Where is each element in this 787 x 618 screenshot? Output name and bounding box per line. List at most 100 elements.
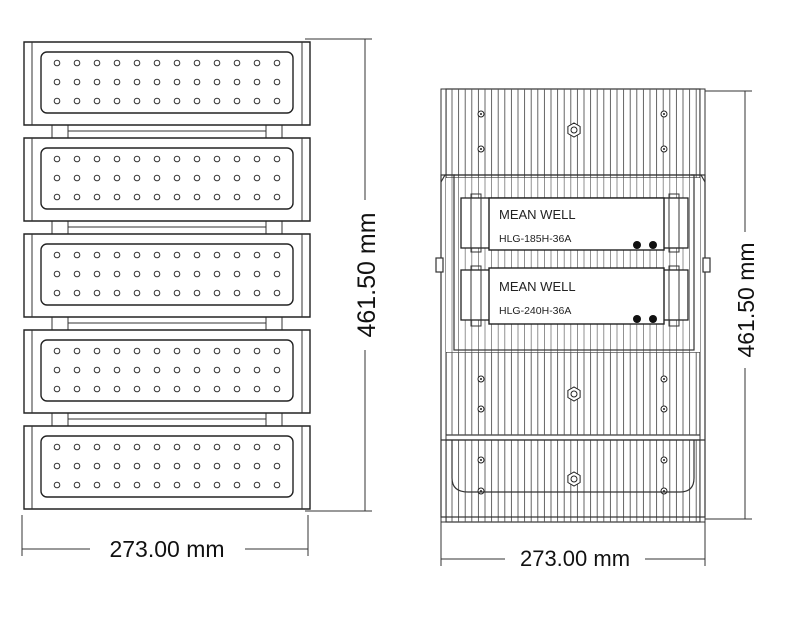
mounting-bolts (477, 110, 668, 495)
led (133, 59, 141, 67)
led (153, 270, 161, 278)
led (213, 59, 221, 67)
led (253, 385, 261, 393)
led (273, 289, 281, 297)
led (173, 270, 181, 278)
led (233, 155, 241, 163)
led (93, 347, 101, 355)
led (273, 443, 281, 451)
side-rail (699, 88, 706, 523)
led (253, 289, 261, 297)
led (153, 193, 161, 201)
led (173, 78, 181, 86)
led (213, 289, 221, 297)
led (93, 174, 101, 182)
led (233, 462, 241, 470)
led (113, 385, 121, 393)
led (73, 174, 81, 182)
led (253, 270, 261, 278)
led (153, 97, 161, 105)
led (73, 251, 81, 259)
led (73, 59, 81, 67)
led (153, 481, 161, 489)
lens-panel (40, 51, 294, 114)
led (273, 78, 281, 86)
led (253, 347, 261, 355)
side-rail (440, 88, 447, 523)
module-connector (265, 412, 283, 427)
led (213, 366, 221, 374)
led (253, 174, 261, 182)
led (133, 481, 141, 489)
led (233, 251, 241, 259)
led (153, 289, 161, 297)
led (173, 289, 181, 297)
led (253, 59, 261, 67)
led (113, 481, 121, 489)
driver-bottom-model: HLG-240H-36A (499, 305, 571, 317)
led (193, 289, 201, 297)
led (93, 251, 101, 259)
led (133, 251, 141, 259)
led-module (23, 233, 311, 331)
led (113, 155, 121, 163)
led (53, 174, 61, 182)
led (53, 289, 61, 297)
led (53, 347, 61, 355)
led (113, 347, 121, 355)
led (253, 462, 261, 470)
led (273, 97, 281, 105)
led (153, 462, 161, 470)
back-view: MEAN WELL HLG-185H-36A MEAN WELL HLG-240… (435, 88, 759, 571)
led (73, 443, 81, 451)
led (193, 155, 201, 163)
led (93, 443, 101, 451)
led (93, 366, 101, 374)
led (73, 462, 81, 470)
led (273, 251, 281, 259)
led (113, 59, 121, 67)
led (253, 481, 261, 489)
front-height-dimension (305, 38, 372, 512)
led-module (23, 41, 311, 139)
led (53, 270, 61, 278)
led (193, 462, 201, 470)
screw-center (663, 148, 665, 150)
led (133, 97, 141, 105)
led (133, 193, 141, 201)
led (173, 59, 181, 67)
module-connector (51, 316, 69, 331)
led (73, 366, 81, 374)
led (273, 462, 281, 470)
module-connector (51, 124, 69, 139)
led (173, 193, 181, 201)
led (73, 155, 81, 163)
led (153, 366, 161, 374)
led (253, 193, 261, 201)
led (93, 481, 101, 489)
driver-top-brand: MEAN WELL (499, 207, 576, 222)
led (173, 174, 181, 182)
led (53, 155, 61, 163)
led (193, 347, 201, 355)
led (73, 347, 81, 355)
led (113, 174, 121, 182)
led (213, 155, 221, 163)
led (273, 193, 281, 201)
led (113, 366, 121, 374)
led (173, 347, 181, 355)
led (193, 193, 201, 201)
led (133, 289, 141, 297)
led (53, 443, 61, 451)
led (213, 347, 221, 355)
led (173, 443, 181, 451)
led (233, 78, 241, 86)
screw-center (663, 378, 665, 380)
led (133, 174, 141, 182)
led (233, 59, 241, 67)
driver-top-led-1 (633, 241, 641, 249)
hex-nut-hole (570, 390, 578, 398)
led (253, 78, 261, 86)
led (153, 78, 161, 86)
